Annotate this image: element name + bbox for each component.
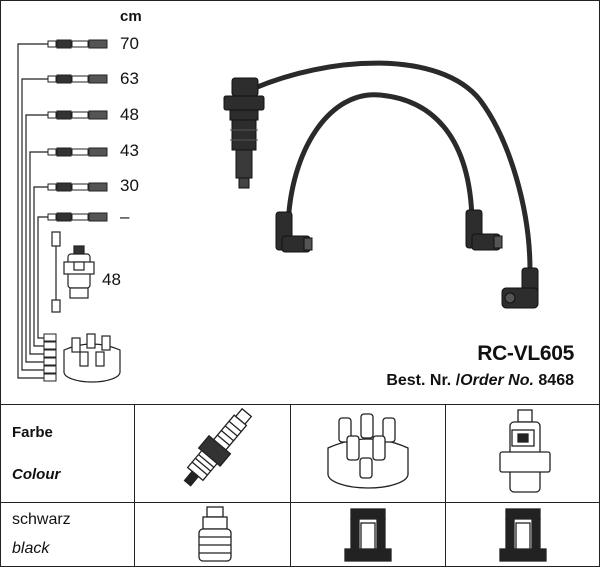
table-row-divider: [0, 502, 600, 503]
unit-label: cm: [120, 8, 142, 25]
length-lead-6: –: [120, 207, 130, 226]
header-en: Colour: [12, 466, 61, 483]
ignition-coil-icon: [499, 409, 551, 493]
model-number: RC-VL605: [477, 342, 574, 365]
order-number: 8468: [538, 372, 574, 389]
cap-terminal-icon: [344, 508, 392, 562]
lead-30-connectors: [47, 182, 108, 192]
spark-plug-boot-icon: [198, 506, 232, 562]
order-label-de: Best. Nr.: [386, 372, 452, 389]
small-distributor-cap-icon: [63, 333, 121, 383]
lead-70-connectors: [47, 39, 108, 49]
lead-schematic: [17, 39, 121, 383]
lead-dash-connectors: [47, 212, 108, 222]
order-separator: /: [455, 372, 461, 389]
table-top-border: [0, 404, 600, 405]
header-de: Farbe: [12, 424, 53, 441]
length-lead-1: 70: [120, 34, 139, 53]
coil-terminal-icon: [499, 508, 547, 562]
cap-terminals: [43, 333, 57, 382]
color-de: schwarz: [12, 511, 71, 528]
lead-63-connectors: [47, 74, 108, 84]
order-line: Best. Nr. /Order No. 8468: [386, 372, 574, 390]
coil-boot-icon: [223, 77, 265, 189]
distributor-cap-icon: [327, 413, 409, 489]
table-col-divider-3: [445, 404, 446, 567]
lead-43-connectors: [47, 147, 108, 157]
spark-plug-icon: [183, 408, 253, 487]
coil-lead-length: 48: [102, 270, 121, 289]
cable-photo: [223, 60, 539, 309]
table-col-divider-2: [290, 404, 291, 567]
order-label-en: Order No.: [460, 372, 534, 389]
length-lead-4: 43: [120, 141, 139, 160]
lead-connectors: [47, 39, 108, 222]
plug-boot-middle-icon: [465, 209, 503, 251]
coil-lead: [51, 231, 61, 313]
table-col-divider-1: [134, 404, 135, 567]
plug-boot-right-icon: [501, 267, 539, 309]
wire-set-diagram: cm 70 63 48 43 30 – 48: [17, 8, 574, 390]
plug-boot-left-icon: [275, 211, 313, 253]
length-lead-3: 48: [120, 105, 139, 124]
lead-48-connectors: [47, 110, 108, 120]
length-lead-5: 30: [120, 176, 139, 195]
color-en: black: [12, 540, 50, 557]
small-coil-icon: [63, 245, 95, 299]
length-lead-2: 63: [120, 69, 139, 88]
